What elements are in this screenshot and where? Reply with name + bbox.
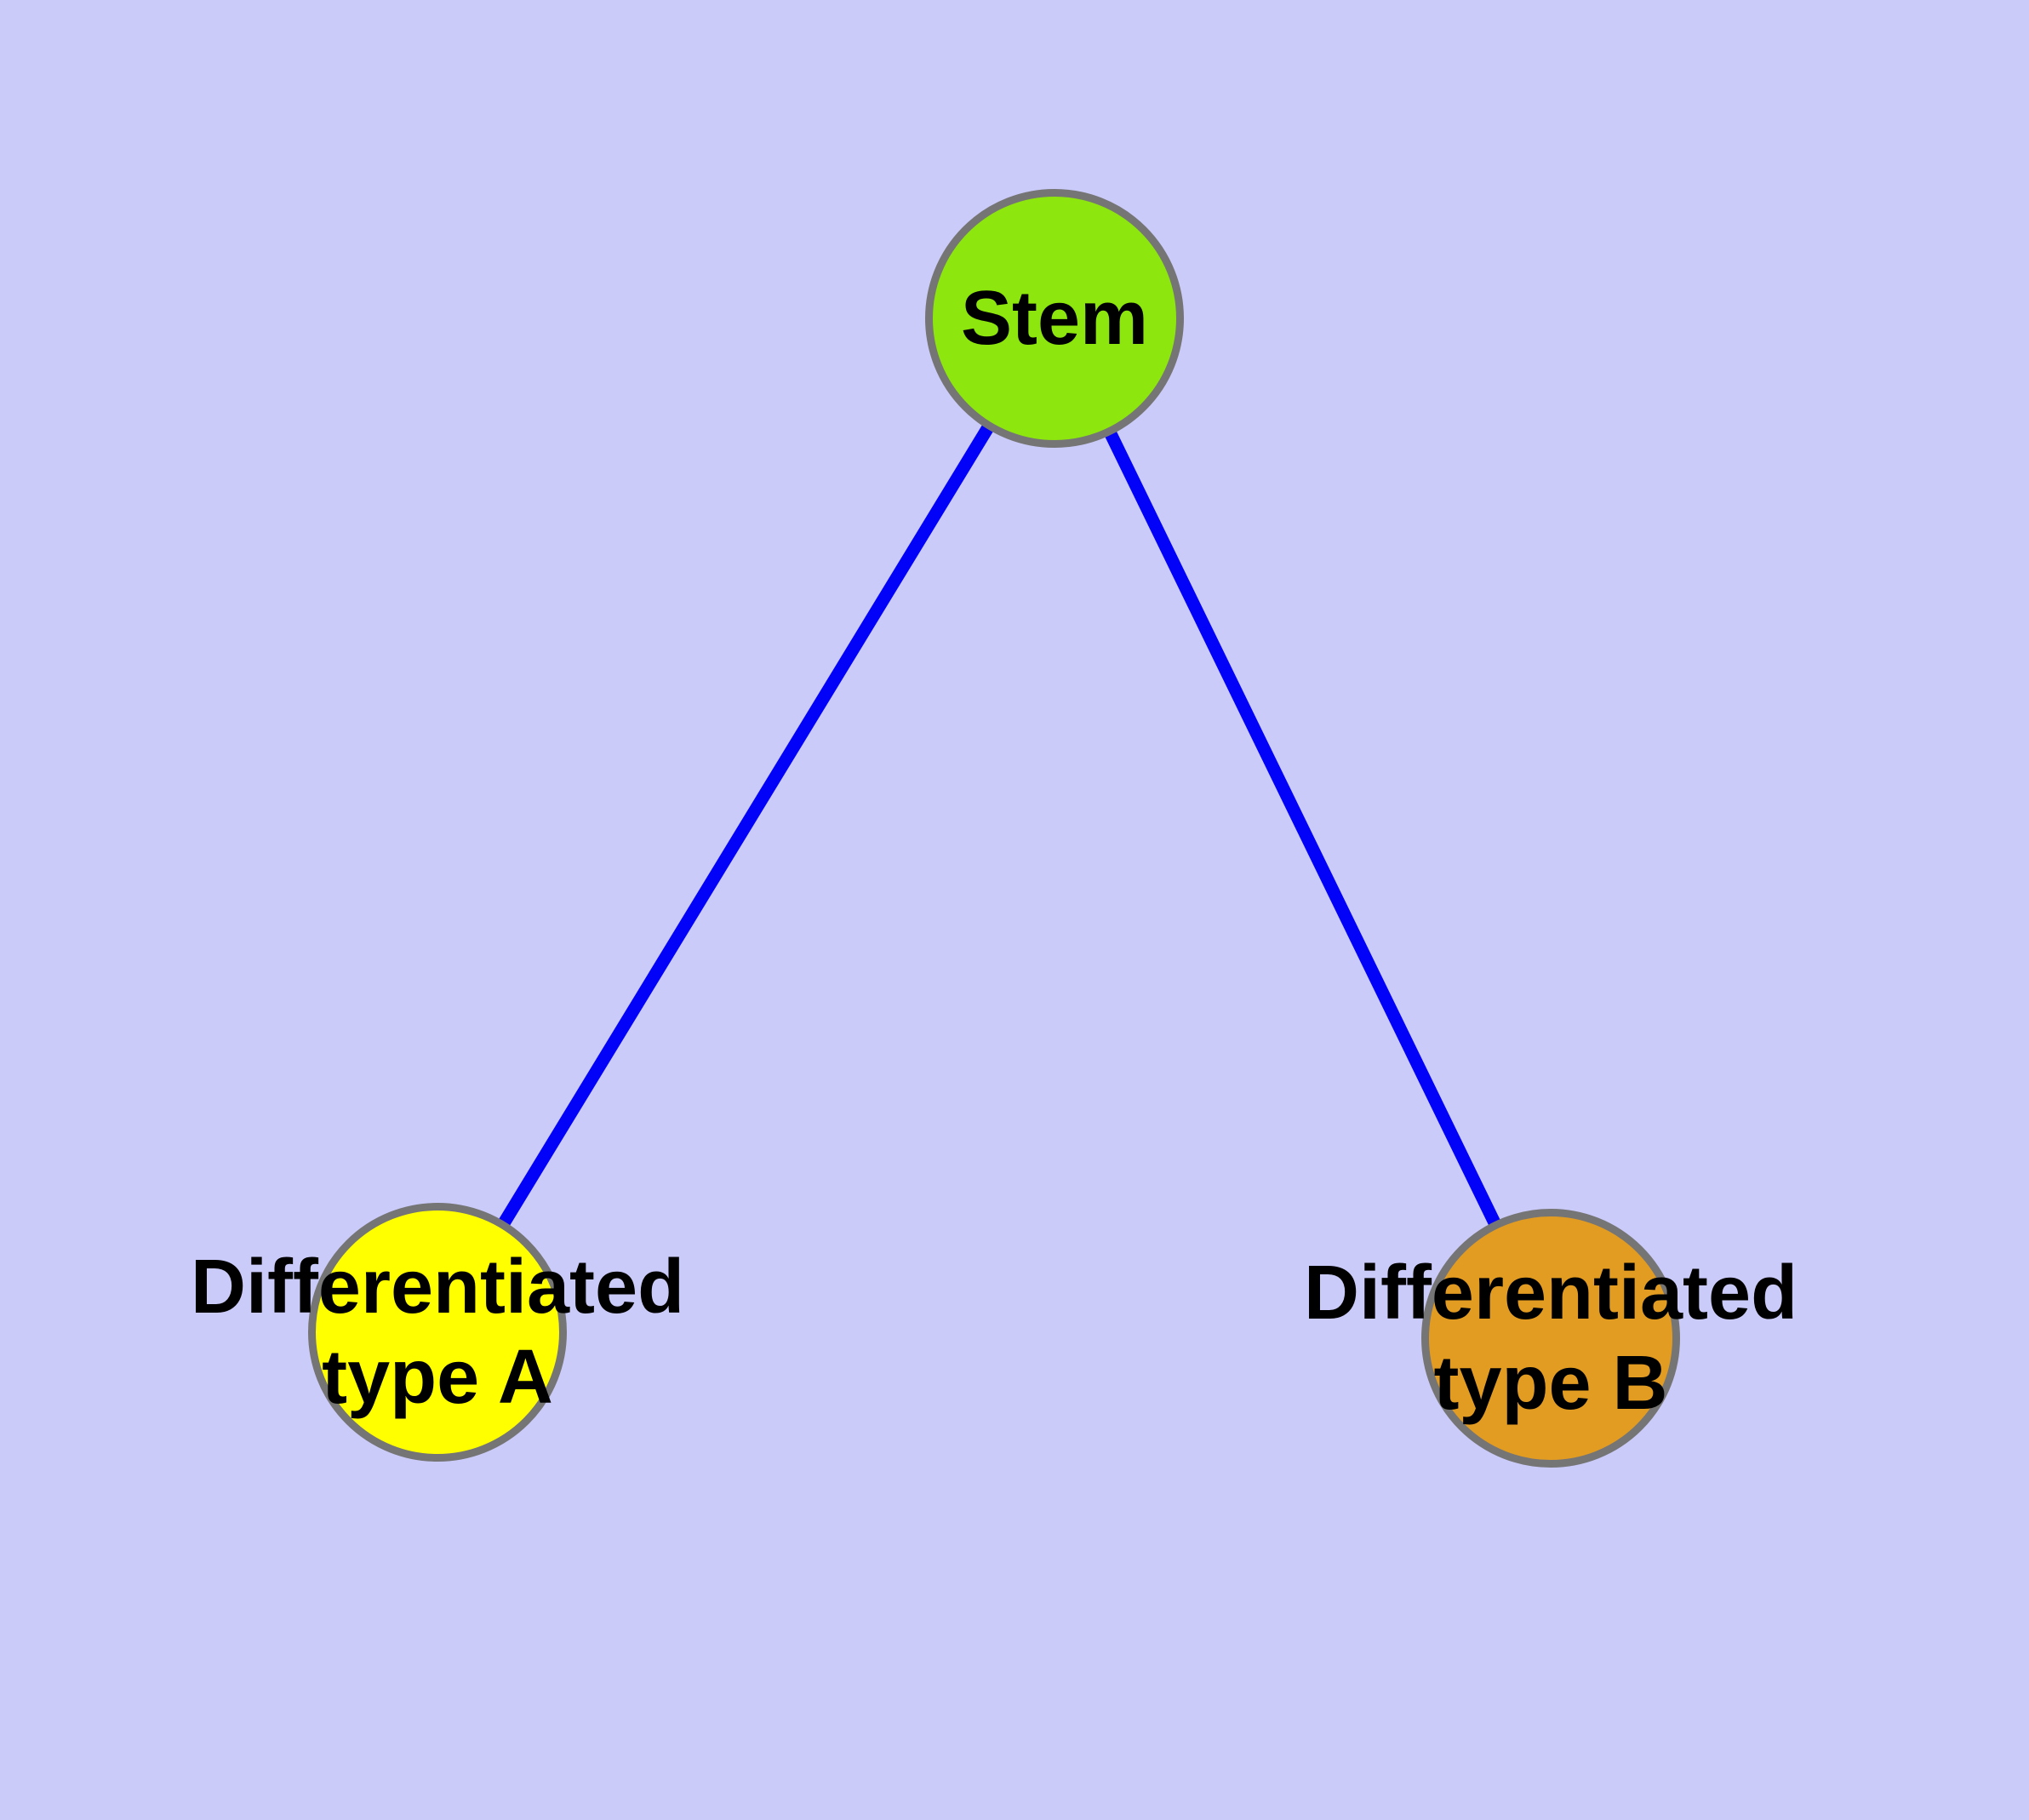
node-differentiated-type-a-label-line-2: type A: [322, 1335, 553, 1420]
node-differentiated-type-b-label-line-1: Differentiated: [1303, 1251, 1798, 1336]
node-differentiated-type-a-label: Differentiated type A: [191, 1242, 684, 1422]
node-stem: Stem: [925, 189, 1184, 448]
node-differentiated-type-a-label-line-1: Differentiated: [190, 1245, 685, 1330]
edge-stem-to-type-a: [432, 315, 1060, 1336]
node-stem-label-line: Stem: [960, 276, 1149, 361]
node-differentiated-type-a: Differentiated type A: [191, 1203, 684, 1462]
node-stem-label: Stem: [961, 273, 1148, 363]
node-differentiated-type-b-label: Differentiated type B: [1304, 1248, 1798, 1428]
node-differentiated-type-b-label-line-2: type B: [1433, 1341, 1668, 1426]
edge-stem-to-type-b: [1049, 315, 1557, 1342]
node-differentiated-type-b: Differentiated type B: [1304, 1209, 1798, 1468]
